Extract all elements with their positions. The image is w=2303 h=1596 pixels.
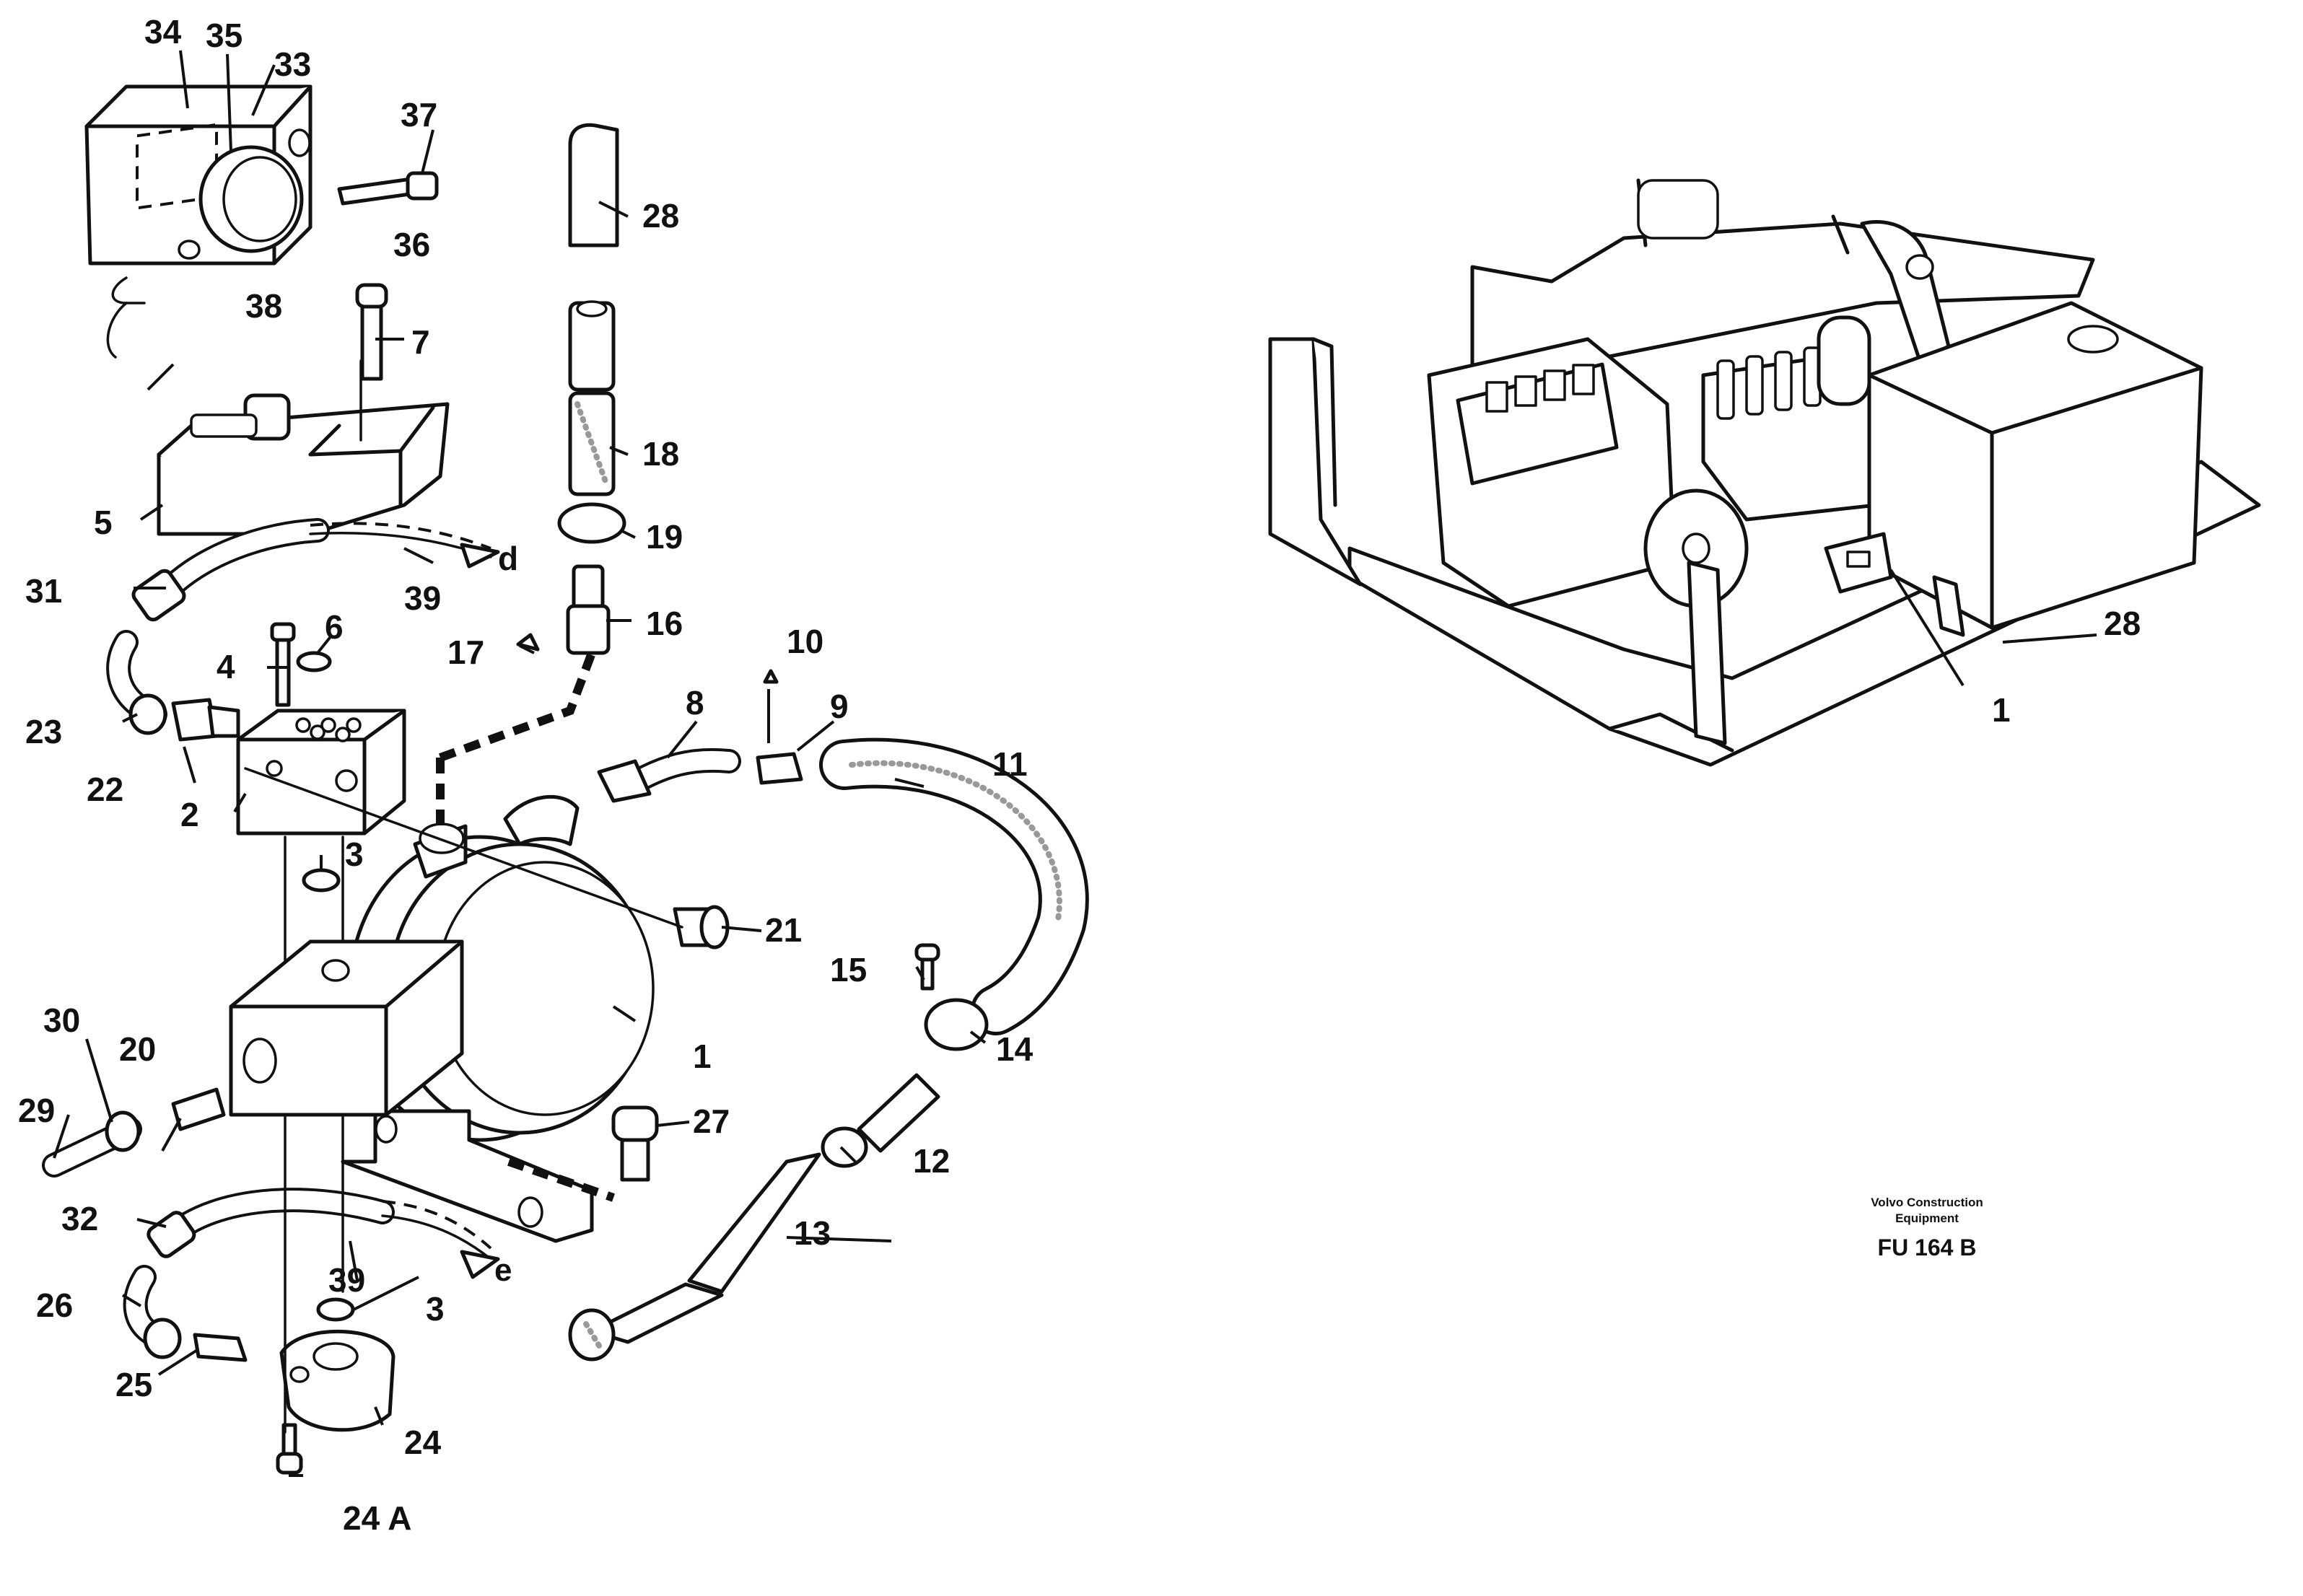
callout-22: 22 [87,771,123,808]
callout-16: 16 [646,605,683,642]
figure-code: FU 164 B [1878,1235,1977,1260]
part-24a-bolt [276,1423,303,1475]
callout-e: e [494,1253,512,1288]
part-25-fitting [193,1333,248,1362]
callout-30: 30 [43,1001,80,1039]
machine-callout-1: 1 [1992,691,2011,729]
figure-caption: Volvo Construction Equipment FU 164 B [1871,1196,1983,1260]
callout-36: 36 [393,226,430,263]
callout-35: 35 [206,17,242,54]
callout-6: 6 [325,608,344,646]
part-21-plug [673,905,730,950]
part-1-pump [229,794,655,1243]
callout-3-top: 3 [345,836,364,873]
callout-38: 38 [245,287,282,325]
callout-7: 7 [411,323,430,361]
part-7-bolt [355,283,388,381]
part-23-elbow [106,630,167,735]
callout-20: 20 [119,1030,156,1068]
callout-26: 26 [36,1286,73,1324]
part-20-fitting [171,1087,226,1131]
part-11-hose [819,737,1089,1035]
part-18-hose [568,391,616,496]
callout-8: 8 [686,684,704,722]
callout-17: 17 [447,633,484,671]
part-33-relay-box [84,84,313,359]
callout-2: 2 [180,796,199,833]
hose-39-bottom [381,1200,500,1279]
callout-29: 29 [18,1092,55,1129]
part-32-hose [147,1188,395,1258]
part-5-solenoid-valve [157,359,450,536]
part-17-nut [516,633,540,652]
callout-24a: 24 A [343,1499,411,1537]
part-14-clamp [924,998,989,1051]
exploded-view: 34 35 33 37 36 38 7 5 d 39 31 4 6 23 22 … [18,13,1089,1537]
callout-28: 28 [642,197,679,234]
callout-10: 10 [787,623,823,660]
hose-31 [131,518,330,622]
publisher-line-1: Volvo Construction [1871,1196,1983,1209]
part-26-elbow [123,1265,182,1359]
callout-24: 24 [404,1424,442,1461]
part-3-oring-bottom [316,1297,355,1322]
part-15-screw [914,943,940,991]
part-3-oring-top [302,868,341,893]
part-6-washer [296,651,332,672]
hose-39-top [309,522,500,569]
callout-13: 13 [794,1214,831,1252]
callout-25: 25 [115,1366,152,1403]
callout-14: 14 [996,1030,1033,1068]
callout-39-top: 39 [404,579,441,617]
part-28-pipe [568,123,619,392]
callout-31: 31 [25,572,62,610]
callout-11: 11 [992,745,1028,783]
callout-d: d [498,540,518,577]
engine-injectors [1485,364,1595,413]
part-30-clamp [105,1110,141,1152]
part-24-flange [279,1329,396,1432]
part-19-clamp [557,502,626,544]
part-9-fitting [756,752,803,785]
callout-32: 32 [61,1200,98,1237]
part-12-tube [821,1073,940,1168]
callout-12: 12 [913,1142,950,1180]
part-10-nut [763,669,779,684]
callout-15: 15 [830,951,867,988]
publisher-line-2: Equipment [1895,1211,1959,1225]
callout-1: 1 [693,1038,712,1075]
valve-spools [1716,346,1822,420]
callout-9: 9 [830,688,849,725]
callout-39-bottom: 39 [328,1261,365,1299]
callout-18: 18 [642,435,679,473]
part-16-fitting [566,564,611,655]
callout-37: 37 [401,96,437,133]
callout-3-bottom: 3 [426,1290,445,1328]
callout-19: 19 [646,518,683,556]
callout-33: 33 [274,45,311,83]
part-13-sensor [568,1152,821,1362]
callout-34: 34 [144,13,182,51]
part-2-block [236,709,406,836]
machine-pump-1 [1824,532,1893,594]
callout-21: 21 [765,911,802,949]
machine-overview: 28 1 [1268,178,2261,767]
machine-callout-28: 28 [2104,605,2141,642]
callout-4: 4 [217,648,235,685]
callout-27: 27 [693,1102,730,1140]
callout-5: 5 [94,504,113,541]
part-27-plug [611,1105,659,1182]
part-8-hose [597,747,741,803]
part-22-fitting [171,698,240,742]
part-37-screw [337,171,439,206]
callout-23: 23 [25,713,62,750]
part-4-bolt [270,622,296,707]
machine-tank-28 [1867,301,2203,630]
